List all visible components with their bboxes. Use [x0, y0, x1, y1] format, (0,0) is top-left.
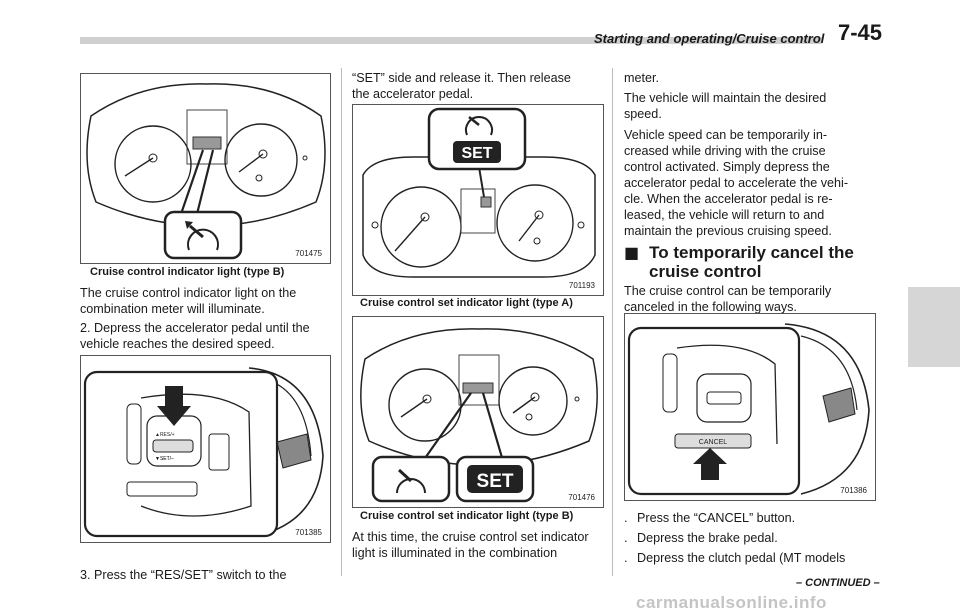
meter-illustration — [86, 83, 326, 260]
step-2: 2. Depress the accelerator pedal until t… — [80, 321, 310, 351]
paragraph: The vehicle will maintain the desired sp… — [624, 91, 827, 121]
cancel-button-label: CANCEL — [699, 439, 728, 446]
step-3: 3. Press the “RES/SET” switch to the — [80, 568, 287, 582]
figure-indicator-type-b: 701475 — [80, 73, 331, 264]
figure-number: 701476 — [568, 493, 595, 502]
meter-illustration: SET — [362, 107, 596, 278]
paragraph: “SET” side and release it. Then release … — [352, 71, 571, 101]
paragraph: The cruise control indicator light on th… — [80, 286, 297, 316]
set-badge: SET — [461, 145, 492, 162]
figure-steering-switch-res-set: ▲RES/+ ▼SET/– 701385 — [80, 355, 331, 543]
bullet-item: .Depress the clutch pedal (MT models — [624, 551, 846, 565]
meter-illustration: SET — [360, 328, 598, 503]
heading-marker: ■ — [624, 243, 640, 262]
continued-label: – CONTINUED – — [796, 577, 880, 589]
page-number: 7-45 — [838, 20, 883, 45]
figure-caption: Cruise control set indicator light (type… — [360, 297, 573, 309]
figure-set-indicator-type-a: SET 701193 — [352, 104, 604, 296]
paragraph: At this time, the cruise control set ind… — [352, 530, 589, 560]
switch-label: ▼SET/– — [155, 456, 174, 462]
figure-steering-cancel-button: CANCEL 701386 — [624, 313, 876, 501]
paragraph: The cruise control can be temporarily ca… — [624, 284, 832, 314]
bullet-list: .Press the “CANCEL” button. .Depress the… — [624, 510, 845, 566]
header-bar — [80, 37, 822, 44]
column-rule-1 — [341, 68, 342, 576]
figure-set-indicator-type-b: SET 701476 — [352, 316, 604, 508]
steering-illustration: ▲RES/+ ▼SET/– — [83, 367, 324, 538]
steering-illustration: CANCEL — [627, 323, 870, 496]
section-title: Starting and operating/Cruise control — [594, 31, 825, 46]
column-rule-2 — [612, 68, 613, 576]
figure-caption: Cruise control set indicator light (type… — [360, 510, 574, 522]
paragraph: meter. — [624, 71, 659, 85]
figure-number: 701385 — [295, 528, 322, 537]
paragraph: Vehicle speed can be temporarily in- cre… — [624, 128, 849, 238]
figure-number: 701193 — [568, 281, 595, 290]
watermark: carmanualsonline.info — [636, 593, 827, 612]
set-badge: SET — [477, 471, 514, 492]
section-heading: ■To temporarily cancel the cruise contro… — [624, 243, 854, 281]
bullet-item: .Press the “CANCEL” button. — [624, 511, 796, 525]
svg-text:▲RES/+: ▲RES/+ — [155, 432, 175, 438]
figure-caption: Cruise control indicator light (type B) — [90, 266, 285, 278]
figure-number: 701386 — [840, 486, 867, 495]
figure-number: 701475 — [295, 249, 322, 258]
chapter-tab — [908, 287, 960, 367]
bullet-item: .Depress the brake pedal. — [624, 531, 778, 545]
